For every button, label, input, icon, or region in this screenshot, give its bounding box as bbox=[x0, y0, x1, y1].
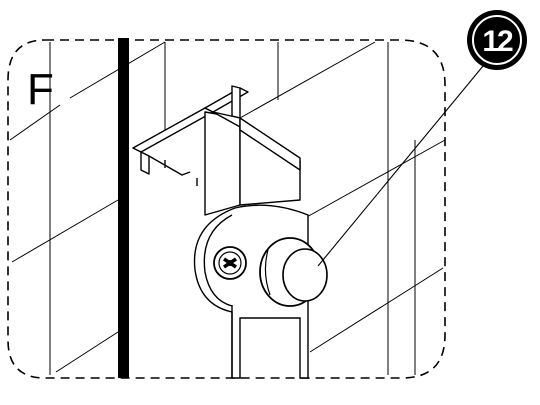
detail-frame bbox=[7, 39, 446, 379]
screw-icon bbox=[213, 246, 247, 280]
callout-badge: 12 bbox=[467, 10, 527, 70]
hinge-cap bbox=[259, 237, 328, 307]
vertical-frame-bar bbox=[118, 38, 129, 378]
detail-label: F bbox=[27, 65, 54, 114]
callout-number: 12 bbox=[482, 25, 513, 58]
hatch-lines bbox=[9, 41, 446, 373]
callout-leader-line bbox=[317, 59, 489, 267]
panel-lines bbox=[49, 42, 416, 375]
bracket-profile bbox=[132, 85, 301, 216]
